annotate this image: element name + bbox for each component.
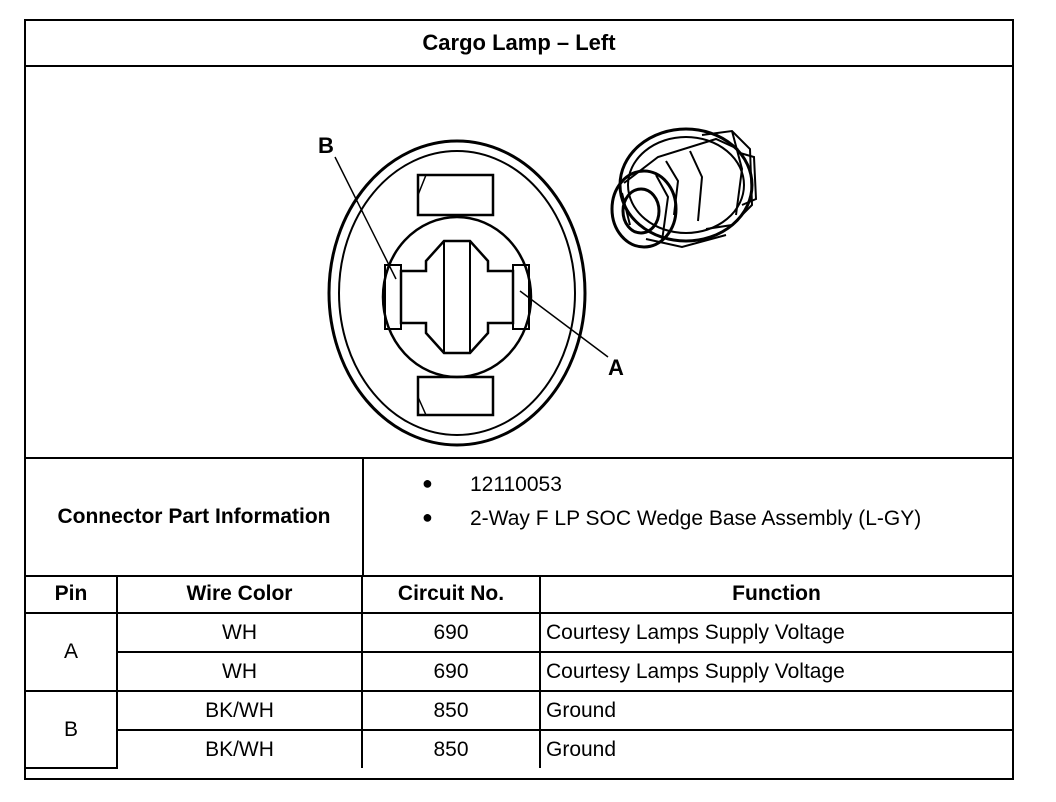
circuit-cell: 690 xyxy=(361,612,541,653)
connector-illustration: B A xyxy=(26,65,1012,459)
circuit-cell: 850 xyxy=(361,690,541,731)
page-title: Cargo Lamp – Left xyxy=(26,21,1012,67)
lamp-socket-isometric xyxy=(610,127,758,249)
connector-diagram: B A xyxy=(318,127,758,447)
bullet-icon: ● xyxy=(422,507,433,527)
table-row: WH 690 Courtesy Lamps Supply Voltage xyxy=(26,651,1012,692)
function-cell: Ground xyxy=(539,729,1012,768)
connector-face-view xyxy=(327,139,609,447)
pinout-table: Pin Wire Color Circuit No. Function A WH… xyxy=(26,575,1012,769)
wire-color-cell: WH xyxy=(116,612,363,653)
part-description: 2-Way F LP SOC Wedge Base Assembly (L-GY… xyxy=(470,507,922,530)
header-function: Function xyxy=(539,575,1012,614)
connector-sheet: Cargo Lamp – Left xyxy=(24,19,1014,780)
callout-b-label: B xyxy=(318,133,334,158)
wire-color-cell: WH xyxy=(116,651,363,692)
header-circuit-no: Circuit No. xyxy=(361,575,541,614)
header-pin: Pin xyxy=(26,575,118,614)
bullet-icon: ● xyxy=(422,473,433,493)
pin-cell: A xyxy=(26,612,118,692)
connector-info-label: Connector Part Information xyxy=(26,459,364,575)
pin-cell: B xyxy=(26,690,118,769)
part-number: 12110053 xyxy=(470,473,562,496)
table-row: A WH 690 Courtesy Lamps Supply Voltage xyxy=(26,612,1012,692)
function-cell: Ground xyxy=(539,690,1012,731)
wire-color-cell: BK/WH xyxy=(116,690,363,731)
circuit-cell: 690 xyxy=(361,651,541,692)
header-wire-color: Wire Color xyxy=(116,575,363,614)
function-cell: Courtesy Lamps Supply Voltage xyxy=(539,612,1012,653)
circuit-cell: 850 xyxy=(361,729,541,768)
connector-part-information: Connector Part Information ● 12110053 ● … xyxy=(26,459,1012,577)
wire-color-cell: BK/WH xyxy=(116,729,363,768)
table-header-row: Pin Wire Color Circuit No. Function xyxy=(26,575,1012,614)
table-row: BK/WH 850 Ground xyxy=(26,729,1012,768)
table-row: B BK/WH 850 Ground xyxy=(26,690,1012,769)
connector-info-list: ● 12110053 ● 2-Way F LP SOC Wedge Base A… xyxy=(364,459,1012,575)
callout-a-label: A xyxy=(608,355,624,380)
function-cell: Courtesy Lamps Supply Voltage xyxy=(539,651,1012,692)
